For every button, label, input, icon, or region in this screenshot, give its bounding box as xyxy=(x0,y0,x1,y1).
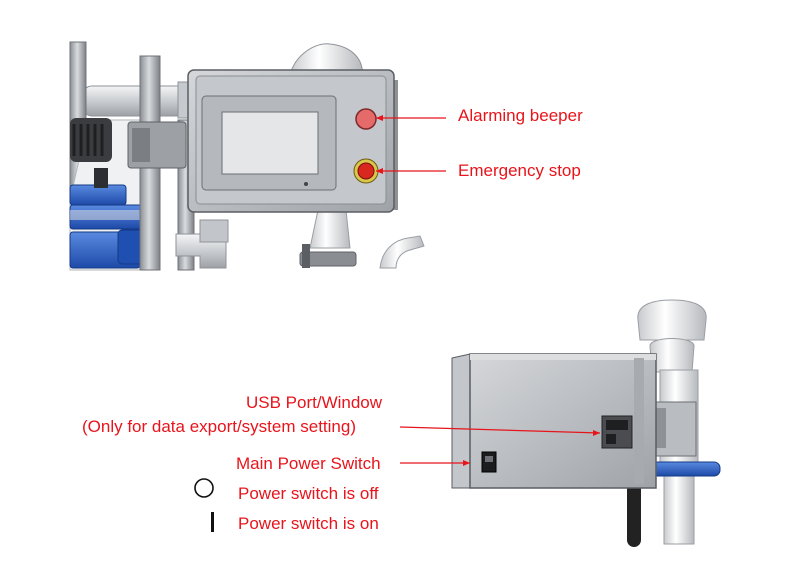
horizontal-pipe xyxy=(81,85,193,117)
off-symbol-icon xyxy=(194,478,214,498)
on-symbol-icon xyxy=(211,512,214,532)
top-equipment-illustration xyxy=(69,41,446,271)
bottom-equipment-illustration xyxy=(194,299,721,547)
side-glass-arm xyxy=(379,235,425,269)
emergency-stop-label: Emergency stop xyxy=(458,161,581,180)
alarm-beeper-label: Alarming beeper xyxy=(458,106,583,125)
main-power-switch-label: Main Power Switch xyxy=(236,454,381,473)
usb-pointer-line xyxy=(399,426,601,434)
usb-port-icon xyxy=(601,415,633,449)
lower-glass-neck xyxy=(309,209,351,249)
emergency-stop-icon xyxy=(353,158,379,184)
touchscreen-icon xyxy=(221,111,319,175)
power-switch-icon xyxy=(481,451,497,473)
usb-port-label: USB Port/Window xyxy=(246,393,383,412)
power-off-label: Power switch is off xyxy=(238,484,379,503)
power-on-label: Power switch is on xyxy=(238,514,379,533)
upper-glass-adapter xyxy=(637,299,707,341)
alarm-beeper-icon xyxy=(355,108,377,130)
usb-note-label: (Only for data export/system setting) xyxy=(82,417,356,436)
black-knob xyxy=(70,118,112,162)
lower-flange xyxy=(299,251,357,267)
control-box xyxy=(187,69,398,213)
blue-clamp-ring xyxy=(645,461,721,477)
